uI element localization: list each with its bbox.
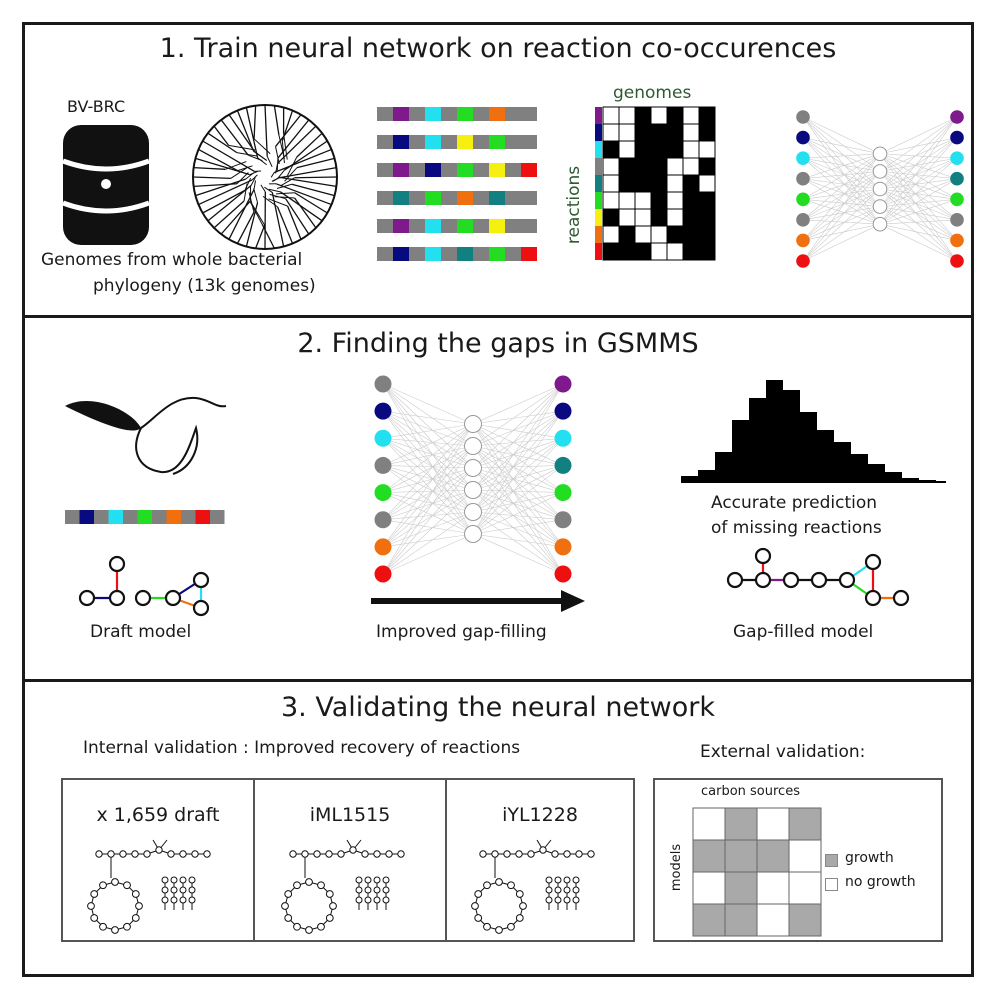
- genomes-caption-line2: phylogeny (13k genomes): [93, 276, 316, 296]
- draft-model-label: Draft model: [90, 622, 192, 642]
- genomes-caption-line1: Genomes from whole bacterial: [41, 250, 303, 270]
- metabolic-network-icon: [78, 555, 210, 617]
- database-label: BV-BRC: [67, 97, 126, 116]
- validation-cell: iYL1228: [445, 780, 633, 940]
- validation-cell: iML1515: [253, 780, 445, 940]
- panel-title: 1. Train neural network on reaction co-o…: [159, 33, 837, 64]
- no-growth-legend-swatch: [825, 878, 838, 891]
- histogram-icon: [681, 380, 946, 483]
- internal-validation-label: Internal validation : Improved recovery …: [83, 738, 521, 758]
- genome-vectors: [377, 107, 537, 261]
- external-validation-label: External validation:: [700, 742, 866, 762]
- panel-gaps: 2. Finding the gaps in GSMMS Draft model…: [22, 315, 974, 682]
- validation-cell-title: iYL1228: [502, 804, 578, 826]
- panel-title: 2. Finding the gaps in GSMMS: [297, 328, 699, 359]
- grid-side-label: models: [669, 843, 685, 892]
- validation-cell: x 1,659 draft: [63, 780, 253, 940]
- reaction-matrix: [595, 106, 716, 261]
- growth-grid: [692, 807, 822, 937]
- matrix-side-label: reactions: [564, 165, 585, 245]
- metabolic-network-icon: [726, 547, 910, 607]
- arrow-icon: [371, 590, 585, 612]
- metabolic-network-icon: [87, 839, 211, 934]
- histogram-caption-line1: Accurate prediction: [711, 493, 878, 513]
- matrix-top-label: genomes: [613, 83, 692, 103]
- growth-legend-label: growth: [845, 850, 894, 866]
- phylogeny-tree-icon: [192, 104, 338, 250]
- gapfilled-model-label: Gap-filled model: [733, 622, 874, 642]
- validation-cell-title: x 1,659 draft: [96, 804, 220, 826]
- draft-genome-vector: [65, 510, 225, 524]
- autoencoder-network-icon: [796, 110, 964, 268]
- metabolic-network-icon: [281, 839, 405, 934]
- arrow-label: Improved gap-filling: [376, 622, 547, 642]
- panel-validate: 3. Validating the neural network Interna…: [22, 679, 974, 977]
- histogram-caption-line2: of missing reactions: [711, 518, 882, 538]
- database-icon: [62, 125, 150, 245]
- panel-title: 3. Validating the neural network: [281, 692, 715, 723]
- metabolic-network-icon: [471, 839, 595, 934]
- internal-validation-box: x 1,659 draft iML1515 iYL1228: [61, 778, 635, 942]
- growth-legend-swatch: [825, 854, 838, 867]
- validation-cell-title: iML1515: [309, 804, 391, 826]
- no-growth-legend-label: no growth: [845, 874, 916, 890]
- panel-train: 1. Train neural network on reaction co-o…: [22, 22, 974, 318]
- external-validation-box: carbon sources models growth no growth: [653, 778, 943, 942]
- grid-top-label: carbon sources: [701, 784, 800, 799]
- bacterium-icon: [65, 396, 227, 475]
- autoencoder-network-icon: [374, 375, 572, 583]
